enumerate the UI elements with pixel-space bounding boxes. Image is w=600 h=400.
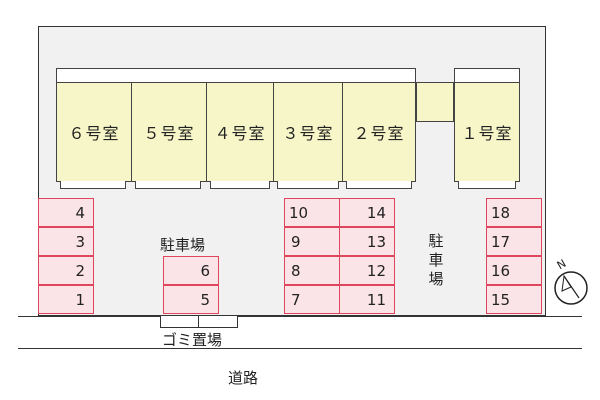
space-number: 12: [366, 261, 386, 280]
space-number: 1: [75, 290, 85, 309]
road-label: 道路: [228, 369, 259, 387]
north-arrow-icon: N: [554, 257, 588, 305]
parking-space-11: 11: [339, 285, 395, 314]
space-number: 9: [291, 232, 301, 251]
balcony: [346, 181, 412, 189]
parking-lot-label: 駐車場: [160, 236, 206, 254]
space-number: 10: [289, 203, 309, 222]
balcony: [458, 181, 516, 189]
balcony: [60, 181, 126, 189]
parking-space-5: 5: [163, 285, 219, 314]
room-label: １号室: [461, 124, 513, 143]
parking-space-9: 9: [284, 227, 340, 256]
parking-space-3: 3: [38, 227, 94, 256]
room-6: ６号室: [56, 82, 132, 182]
parking-space-13: 13: [339, 227, 395, 256]
parking-space-4: 4: [38, 198, 94, 227]
balcony: [135, 181, 201, 189]
corridor: [416, 82, 454, 122]
road-edge-upper: [18, 316, 582, 317]
garbage-area-label: ゴミ置場: [162, 331, 223, 349]
parking-space-10: 10: [284, 198, 340, 227]
room-3: ３号室: [273, 82, 343, 182]
space-number: 11: [366, 290, 386, 309]
room-4: ４号室: [206, 82, 274, 182]
room-label: ６号室: [68, 124, 120, 143]
road-edge-lower: [18, 348, 582, 349]
space-number: 15: [491, 290, 511, 309]
parking-space-1: 1: [38, 285, 94, 314]
space-number: 4: [75, 203, 85, 222]
north-label: N: [555, 257, 569, 272]
parking-space-15: 15: [486, 285, 542, 314]
parking-space-14: 14: [339, 198, 395, 227]
room-2: ２号室: [342, 82, 416, 182]
room-5: ５号室: [131, 82, 207, 182]
space-number: 13: [366, 232, 386, 251]
parking-space-12: 12: [339, 256, 395, 285]
room-1: １号室: [454, 82, 520, 182]
space-number: 16: [491, 261, 511, 280]
space-number: 2: [75, 261, 85, 280]
parking-space-18: 18: [486, 198, 542, 227]
space-number: 6: [200, 261, 210, 280]
building-roof-cap-left: [56, 68, 416, 82]
building-roof-cap-right: [454, 68, 520, 82]
space-number: 3: [75, 232, 85, 251]
room-label: ２号室: [353, 124, 405, 143]
garbage-area-divider: [198, 316, 199, 328]
space-number: 5: [200, 290, 210, 309]
balcony: [277, 181, 339, 189]
room-label: ３号室: [282, 124, 334, 143]
room-label: ４号室: [214, 124, 266, 143]
space-number: 18: [491, 203, 511, 222]
parking-space-17: 17: [486, 227, 542, 256]
parking-space-8: 8: [284, 256, 340, 285]
space-number: 7: [291, 290, 301, 309]
space-number: 14: [366, 203, 386, 222]
parking-lot-vertical-label: 駐車場: [428, 232, 444, 288]
compass-icon: N: [549, 256, 593, 306]
parking-space-16: 16: [486, 256, 542, 285]
balcony: [210, 181, 270, 189]
parking-space-6: 6: [163, 256, 219, 285]
garbage-area: [160, 316, 238, 328]
room-label: ５号室: [143, 124, 195, 143]
space-number: 17: [491, 232, 511, 251]
space-number: 8: [291, 261, 301, 280]
parking-space-7: 7: [284, 285, 340, 314]
parking-space-2: 2: [38, 256, 94, 285]
